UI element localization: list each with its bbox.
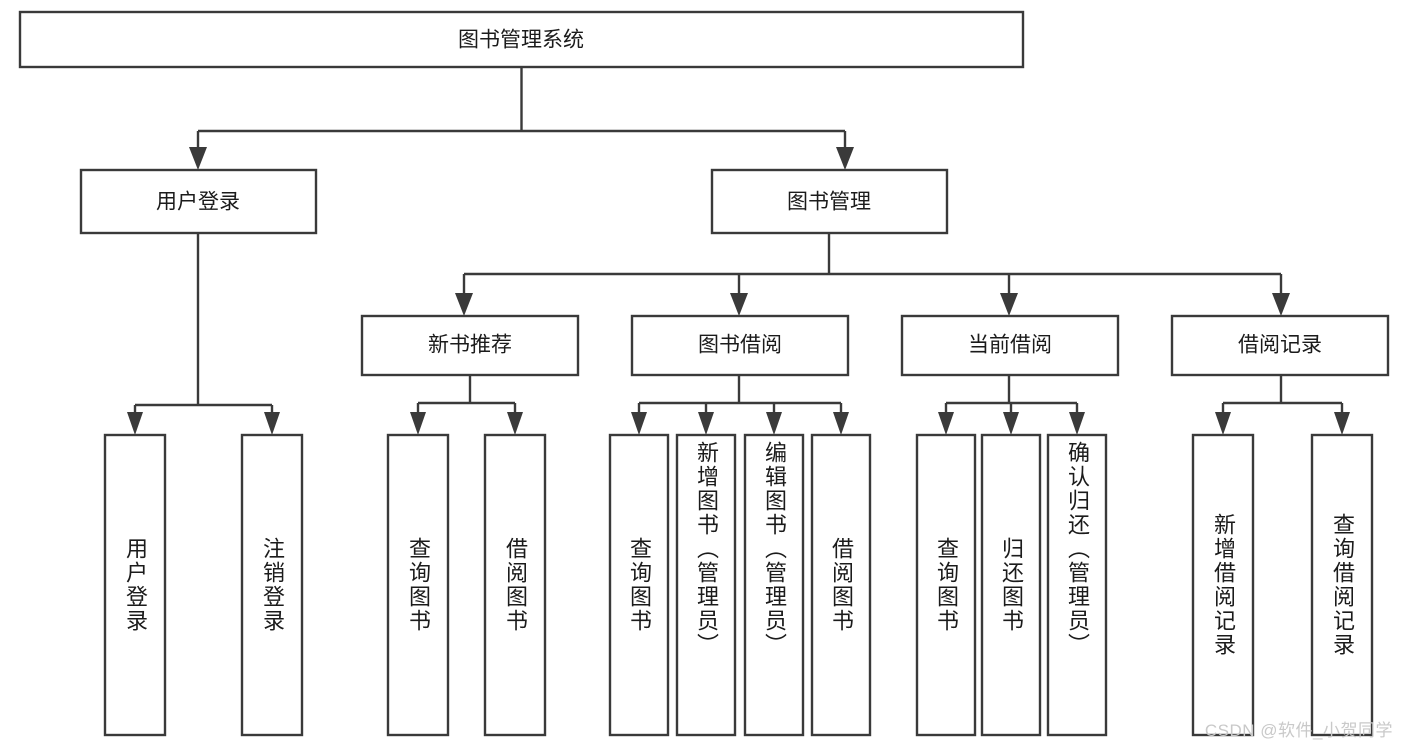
node-user-login[interactable]: 用户登录 <box>79 168 318 235</box>
arrowhead-leaf-query-book-1 <box>410 412 426 435</box>
node-book-manage[interactable]: 图书管理 <box>710 168 949 235</box>
leaf-box-query-book-3[interactable] <box>915 433 977 737</box>
leaf-box-borrow-book-2[interactable] <box>810 433 872 737</box>
node-borrow-record[interactable]: 借阅记录 <box>1170 314 1390 377</box>
arrowhead-leaf-borrow-book-1 <box>507 412 523 435</box>
node-current-borrow[interactable]: 当前借阅 <box>900 314 1120 377</box>
node-new-book-rec[interactable]: 新书推荐 <box>360 314 580 377</box>
arrowhead-to-new-book-rec <box>455 293 473 316</box>
leaf-box-return-book[interactable] <box>980 433 1042 737</box>
arrowhead-leaf-edit-book <box>766 412 782 435</box>
arrowhead-leaf-user-login <box>127 412 143 435</box>
node-new-book-rec-box[interactable] <box>360 314 580 377</box>
arrowhead-leaf-query-book-2 <box>631 412 647 435</box>
leaf-boxes <box>103 433 1374 737</box>
leaf-box-user-login[interactable] <box>103 433 167 737</box>
leaf-box-query-record[interactable] <box>1310 433 1374 737</box>
connector-group-new-book-rec <box>410 375 523 435</box>
node-root-label: 图书管理系统 <box>458 29 584 52</box>
node-borrow-record-label: 借阅记录 <box>1238 334 1322 357</box>
leaf-box-edit-book[interactable] <box>743 433 805 737</box>
arrowhead-leaf-add-book <box>698 412 714 435</box>
node-book-borrow[interactable]: 图书借阅 <box>630 314 850 377</box>
arrowhead-to-book-manage <box>836 147 854 170</box>
arrowhead-leaf-borrow-book-2 <box>833 412 849 435</box>
node-user-login-box[interactable] <box>79 168 318 235</box>
arrowhead-to-current-borrow <box>1000 293 1018 316</box>
leaf-box-query-book-1[interactable] <box>386 433 450 737</box>
arrowhead-leaf-confirm-return <box>1069 412 1085 435</box>
node-new-book-rec-label: 新书推荐 <box>428 334 512 357</box>
leaf-box-borrow-book-1[interactable] <box>483 433 547 737</box>
node-user-login-label: 用户登录 <box>156 191 240 214</box>
arrowhead-to-user-login <box>189 147 207 170</box>
arrowhead-leaf-logout <box>264 412 280 435</box>
connector-group-user-login <box>127 233 280 435</box>
leaf-box-add-record[interactable] <box>1191 433 1255 737</box>
node-current-borrow-label: 当前借阅 <box>968 334 1052 357</box>
arrowhead-to-borrow-record <box>1272 293 1290 316</box>
node-root[interactable]: 图书管理系统 <box>18 10 1025 69</box>
arrowhead-leaf-add-record <box>1215 412 1231 435</box>
node-borrow-record-box[interactable] <box>1170 314 1390 377</box>
node-current-borrow-box[interactable] <box>900 314 1120 377</box>
arrowhead-to-book-borrow <box>730 293 748 316</box>
arrowhead-leaf-return-book <box>1003 412 1019 435</box>
arrowhead-leaf-query-record <box>1334 412 1350 435</box>
connector-group-current-borrow <box>938 375 1085 435</box>
connector-group-root <box>189 67 854 170</box>
node-book-borrow-box[interactable] <box>630 314 850 377</box>
connector-group-book-borrow <box>631 375 849 435</box>
node-book-manage-label: 图书管理 <box>787 191 871 214</box>
leaf-box-query-book-2[interactable] <box>608 433 670 737</box>
arrowhead-leaf-query-book-3 <box>938 412 954 435</box>
leaf-box-add-book[interactable] <box>675 433 737 737</box>
connector-group-book-manage <box>455 233 1290 316</box>
leaf-box-logout[interactable] <box>240 433 304 737</box>
connector-group-borrow-record <box>1215 375 1350 435</box>
watermark-text: CSDN @软件_小贺同学 <box>1204 721 1393 740</box>
node-root-box[interactable] <box>18 10 1025 69</box>
node-book-borrow-label: 图书借阅 <box>698 334 782 357</box>
leaf-box-confirm-return[interactable] <box>1046 433 1108 737</box>
node-book-manage-box[interactable] <box>710 168 949 235</box>
